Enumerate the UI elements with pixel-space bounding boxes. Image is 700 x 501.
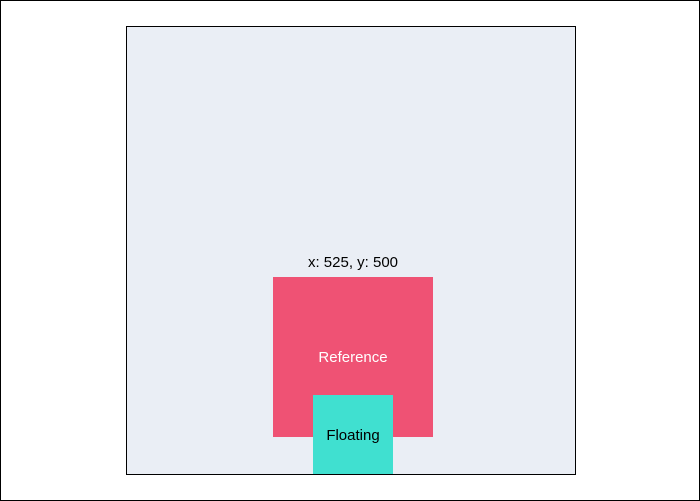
reference-label: Reference <box>318 348 388 366</box>
boundary-container: x: 525, y: 500 Reference Floating <box>126 26 576 475</box>
floating-label: Floating <box>326 426 380 444</box>
floating-box[interactable]: Floating <box>313 395 393 474</box>
coordinate-readout: x: 525, y: 500 <box>307 254 399 271</box>
